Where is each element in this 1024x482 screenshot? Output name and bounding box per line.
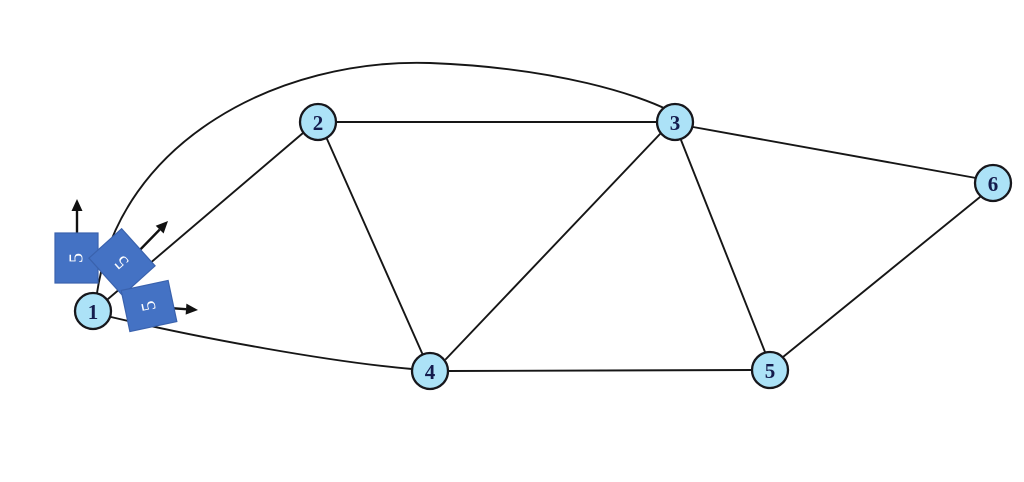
node-circle-6 [973, 163, 1013, 203]
node-circle-1 [73, 291, 113, 331]
node-5[interactable]: 5 [750, 350, 790, 390]
node-circle-2 [298, 102, 338, 142]
node-circle-4 [410, 351, 450, 391]
node-label-3: 3 [670, 111, 681, 135]
annotation-arrowhead-3 [185, 303, 198, 315]
edge-2-4 [326, 138, 423, 354]
edge-3-5 [680, 139, 766, 353]
node-2[interactable]: 2 [298, 102, 338, 142]
edge-1-3 [96, 61, 669, 294]
weight-label-edge-1-4-box [120, 279, 178, 333]
annotation-arrowhead-1 [71, 199, 83, 211]
weight-label-edge-1-4-text: 5 [137, 299, 161, 313]
node-1[interactable]: 1 [73, 291, 113, 331]
node-label-5: 5 [765, 359, 776, 383]
weight-label-edge-1-2-box [88, 227, 156, 297]
node-4[interactable]: 4 [410, 351, 450, 391]
weight-label-edge-1-3-text: 5 [66, 253, 88, 263]
node-label-6: 6 [988, 172, 999, 196]
edge-4-5 [447, 369, 753, 372]
edges-group [96, 61, 981, 372]
node-label-1: 1 [88, 300, 99, 324]
node-circle-5 [750, 350, 790, 390]
edge-3-4 [445, 133, 661, 360]
annotation-arrowhead-2 [155, 221, 168, 234]
node-3[interactable]: 3 [655, 102, 695, 142]
weight-label-edge-1-3: 5 [54, 199, 99, 284]
node-label-4: 4 [425, 360, 436, 384]
weight-label-edge-1-4: 5 [120, 279, 198, 333]
node-6[interactable]: 6 [973, 163, 1013, 203]
node-circle-3 [655, 102, 695, 142]
node-label-2: 2 [313, 111, 324, 135]
weight-label-edge-1-4-box-group: 5 [120, 279, 178, 333]
weight-label-edge-1-2-box-group: 5 [88, 227, 156, 297]
edge-3-6 [692, 126, 977, 179]
edge-5-6 [782, 196, 981, 358]
nodes-group: 1 2 3 4 5 6 [73, 102, 1013, 391]
weight-label-edge-1-2: 5 [88, 221, 168, 297]
